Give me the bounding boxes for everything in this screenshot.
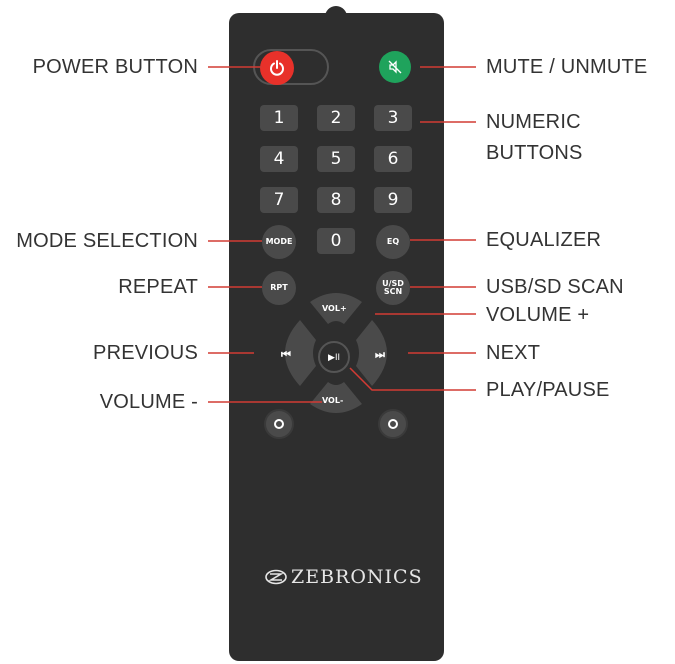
mute-speaker-icon [388,60,402,74]
callout-next: NEXT [486,342,541,364]
play-pause-button[interactable]: ▶II [318,341,350,373]
next-icon[interactable]: ⏭ [375,348,385,361]
callout-previous: PREVIOUS [93,342,198,364]
callout-power: POWER BUTTON [32,56,198,78]
repeat-button[interactable]: RPT [262,271,296,305]
power-icon [270,60,284,76]
lower-right-button[interactable] [378,409,408,439]
key-1[interactable]: 1 [260,105,298,131]
key-3[interactable]: 3 [374,105,412,131]
callout-volume-plus: VOLUME + [486,304,590,326]
dpad-shapes [285,293,387,413]
key-5[interactable]: 5 [317,146,355,172]
callout-usb-sd-scan: USB/SD SCAN [486,276,624,298]
callout-numeric-line2: BUTTONS [486,142,583,164]
key-4[interactable]: 4 [260,146,298,172]
power-button[interactable] [260,51,294,85]
usb-sd-scan-button[interactable]: U/SD SCN [376,271,410,305]
callout-repeat: REPEAT [118,276,198,298]
brand-name: ZEBRONICS [291,566,423,588]
next-key [356,320,387,386]
callout-mute: MUTE / UNMUTE [486,56,648,78]
usb-sd-label-line1: U/SD [382,278,404,288]
mode-button[interactable]: MODE [262,225,296,259]
callout-volume-minus: VOLUME - [99,391,198,413]
key-0[interactable]: 0 [317,228,355,254]
eq-button[interactable]: EQ [376,225,410,259]
lower-left-button[interactable] [264,409,294,439]
mute-button[interactable] [379,51,411,83]
previous-icon[interactable]: ⏮ [281,348,291,361]
play-pause-icon: ▶II [328,351,340,362]
key-8[interactable]: 8 [317,187,355,213]
usb-sd-label-line2: SCN [383,287,403,296]
previous-key [285,320,316,386]
zebronics-logo [265,569,287,585]
key-9[interactable]: 9 [374,187,412,213]
key-2[interactable]: 2 [317,105,355,131]
callout-equalizer: EQUALIZER [486,229,602,251]
brand-logo: ZEBRONICS [265,566,423,588]
vol-plus-key [310,293,362,324]
vol-plus-label: VOL+ [322,304,347,313]
callout-numeric-line1: NUMERIC [486,111,581,133]
vol-minus-label: VOL- [322,396,344,405]
key-6[interactable]: 6 [374,146,412,172]
callout-play-pause: PLAY/PAUSE [486,379,610,401]
key-7[interactable]: 7 [260,187,298,213]
navigation-pad [270,290,402,416]
vol-minus-key [310,382,362,413]
callout-mode: MODE SELECTION [16,230,198,252]
